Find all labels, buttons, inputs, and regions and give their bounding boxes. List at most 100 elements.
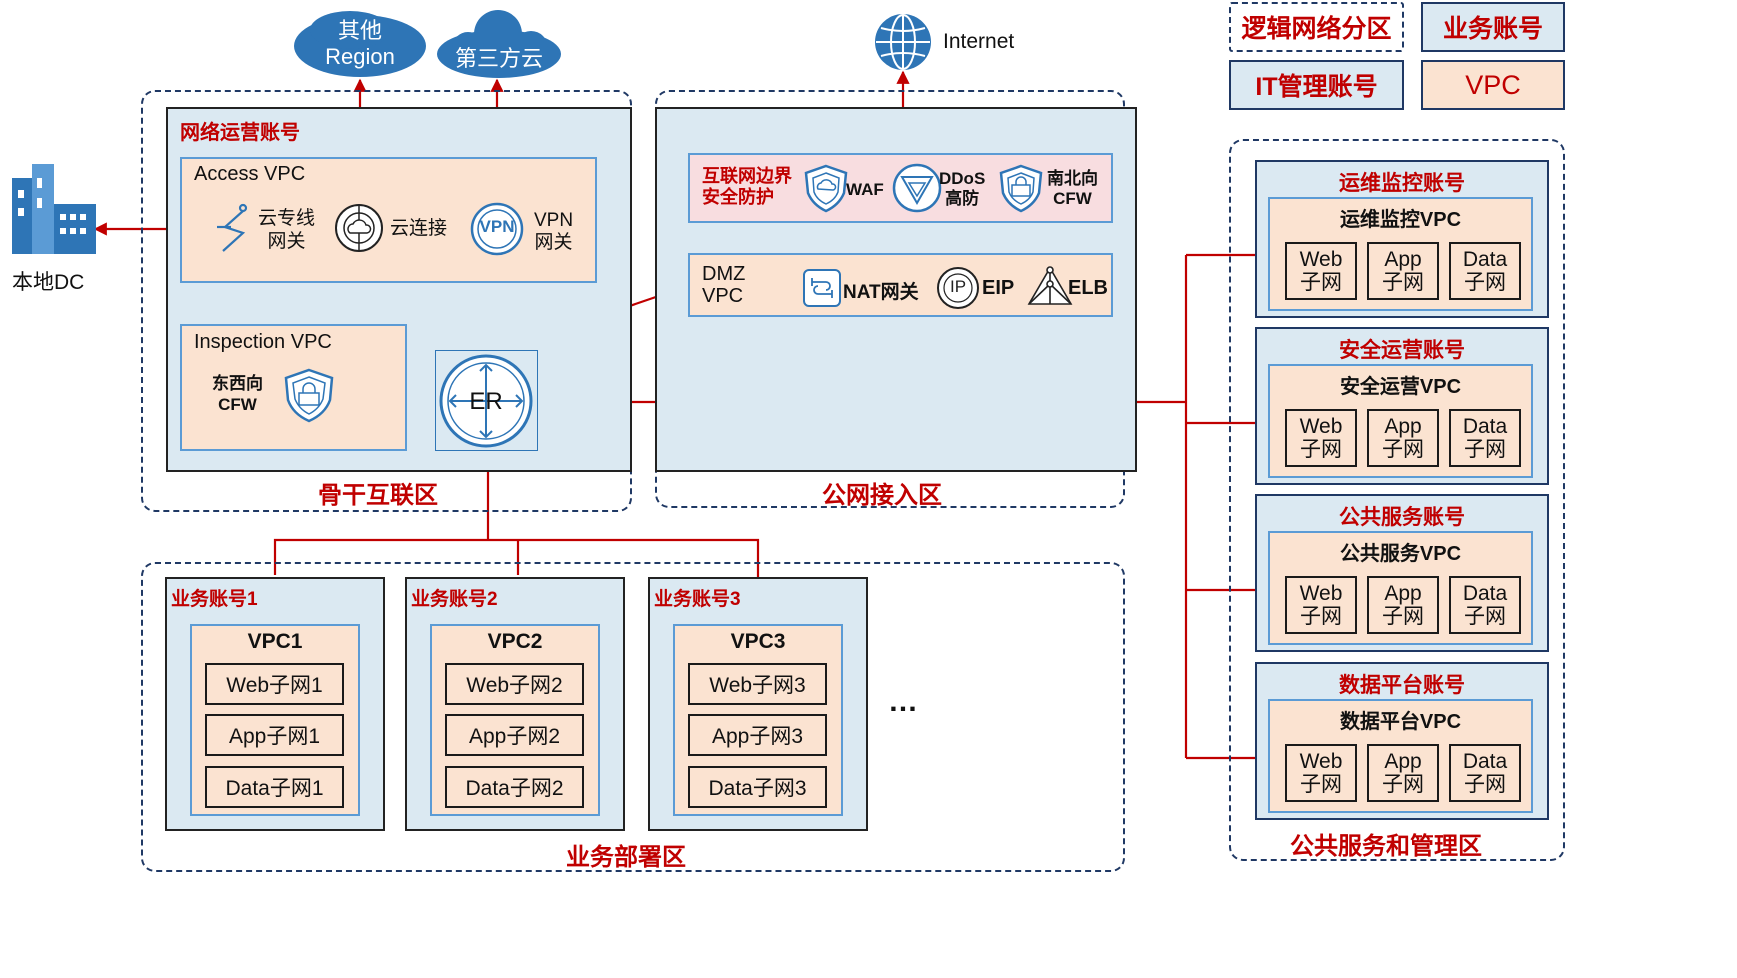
access-vpc	[180, 157, 597, 283]
vpn-badge: VPN	[479, 217, 515, 236]
subnet-box: App子网3	[688, 714, 827, 756]
service-account-title: 运维监控账号	[1339, 172, 1465, 195]
third-party-cloud: 第三方云	[436, 8, 562, 78]
internet-label: Internet	[943, 30, 1015, 53]
ddos-label: DDoS 高防	[939, 169, 985, 209]
service-account-title: 公共服务账号	[1339, 506, 1465, 529]
public-service-zone-label: 公共服务和管理区	[1290, 833, 1482, 860]
elb-label: ELB	[1068, 277, 1108, 299]
subnet-box: Web子网3	[688, 663, 827, 705]
ns-cfw-label-line2: CFW	[1053, 189, 1092, 208]
legend-it-account: IT管理账号	[1229, 60, 1404, 110]
business-vpc-title: VPC3	[730, 630, 786, 653]
subnet-line2: 子网	[1464, 438, 1506, 461]
subnet-line1: App	[1384, 582, 1422, 605]
subnet-box: App子网1	[205, 714, 344, 756]
subnet-line1: Data	[1462, 750, 1508, 773]
inspection-vpc-title: Inspection VPC	[194, 331, 332, 353]
architecture-diagram: 逻辑网络分区 业务账号 IT管理账号 VPC 其他 Region 第三方云	[4, 2, 1565, 872]
ddos-label-line1: DDoS	[939, 169, 986, 188]
subnet-line1: Web	[1299, 582, 1343, 605]
third-party-cloud-label: 第三方云	[454, 46, 543, 71]
subnet-line1: App	[1384, 248, 1422, 271]
public-service-zone	[1229, 139, 1565, 861]
globe-icon	[872, 12, 934, 72]
ew-cfw-label-line2: CFW	[218, 395, 257, 414]
eip-label: EIP	[982, 277, 1015, 299]
dmz-vpc-title: DMZ VPC	[702, 263, 745, 307]
subnet-line2: 子网	[1464, 271, 1506, 294]
ew-cfw-label: 东西向 CFW	[212, 373, 263, 415]
enterprise-router: ER	[435, 350, 538, 451]
business-vpc-title: VPC2	[487, 630, 543, 653]
business-zone-label: 业务部署区	[566, 844, 686, 871]
subnet-line1: Data	[1462, 415, 1508, 438]
service-account-title: 安全运营账号	[1339, 339, 1465, 362]
business-account-title: 业务账号3	[654, 589, 741, 610]
vpn-gateway-icon: VPN	[470, 202, 524, 256]
business-zone	[141, 562, 1125, 872]
third-party-cloud-icon	[437, 10, 561, 78]
nat-label: NAT网关	[843, 282, 919, 303]
legend-business-account-label: 业务账号	[1442, 15, 1543, 43]
border-protection-title: 互联网边界 安全防护	[702, 166, 792, 208]
subnet-line1: Web	[1299, 750, 1343, 773]
subnet-line2: 子网	[1464, 773, 1506, 796]
ddos-icon	[891, 162, 943, 214]
inspection-vpc	[180, 324, 407, 451]
subnet-box: Web子网2	[445, 663, 584, 705]
business-account-title: 业务账号1	[171, 589, 258, 610]
subnet-box: App子网2	[445, 714, 584, 756]
subnet-line2: 子网	[1464, 605, 1506, 628]
other-region-cloud: 其他 Region	[292, 10, 428, 78]
subnet-box: Data子网1	[205, 766, 344, 808]
ddos-label-line2: 高防	[945, 189, 980, 208]
business-ellipsis: …	[888, 685, 918, 718]
subnet-line1: Data	[1462, 582, 1508, 605]
ew-firewall-shield-icon	[280, 366, 338, 424]
direct-connect-label: 云专线 网关	[258, 207, 315, 253]
service-vpc-title: 数据平台VPC	[1339, 711, 1462, 733]
waf-shield-icon	[800, 162, 852, 214]
business-vpc-title: VPC1	[247, 630, 303, 653]
other-region-label-line2: Region	[325, 44, 395, 69]
subnet-box: Data子网3	[688, 766, 827, 808]
legend-vpc-label: VPC	[1465, 69, 1521, 100]
subnet-box: Web子网1	[205, 663, 344, 705]
building-icon	[4, 164, 98, 256]
vpn-label-line2: 网关	[534, 232, 573, 253]
router-icon	[439, 354, 533, 448]
border-protection-title-line1: 互联网边界	[702, 166, 792, 186]
legend-business-account: 业务账号	[1421, 2, 1565, 52]
subnet-line2: 子网	[1382, 773, 1424, 796]
eip-icon: IP	[936, 266, 980, 310]
elb-icon	[1025, 264, 1075, 310]
legend-vpc: VPC	[1421, 60, 1565, 110]
cloud-connect-label: 云连接	[390, 218, 448, 239]
service-vpc-title: 公共服务VPC	[1339, 543, 1462, 565]
subnet-line1: App	[1384, 415, 1422, 438]
ns-firewall-shield-icon	[995, 162, 1047, 214]
network-ops-account-title: 网络运营账号	[180, 122, 300, 144]
eip-badge: IP	[949, 277, 967, 296]
service-account-title: 数据平台账号	[1339, 674, 1465, 697]
waf-label: WAF	[846, 180, 884, 199]
ns-cfw-label: 南北向 CFW	[1047, 169, 1098, 209]
direct-connect-label-line2: 网关	[267, 231, 306, 252]
vpn-label-line1: VPN	[534, 210, 574, 231]
service-vpc-title: 安全运营VPC	[1339, 376, 1462, 398]
nat-gateway-icon	[802, 268, 842, 308]
service-vpc-title: 运维监控VPC	[1339, 209, 1462, 231]
subnet-line1: Web	[1299, 415, 1343, 438]
business-account-title: 业务账号2	[411, 589, 498, 610]
subnet-line2: 子网	[1300, 605, 1342, 628]
